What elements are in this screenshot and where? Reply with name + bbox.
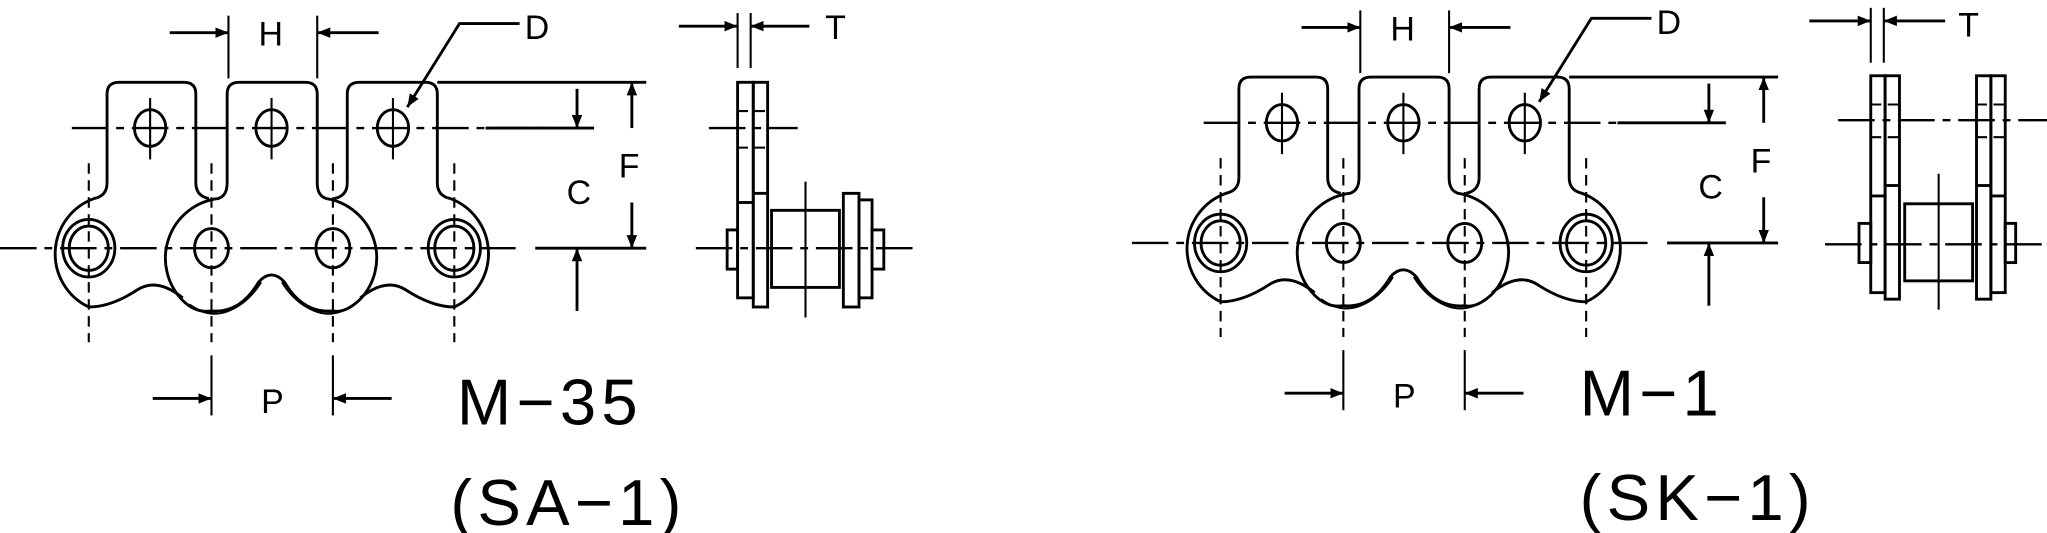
side-view-m1: T — [1809, 7, 2047, 310]
dim-f-label: F — [1751, 142, 1772, 180]
model-label-m1: M−1 — [1580, 356, 1724, 429]
front-view-m1: H D C F P — [1132, 4, 1778, 416]
dim-p-label: P — [1393, 378, 1416, 416]
model-label-m35: M−35 — [457, 366, 643, 439]
front-view-m35: H D C F P — [0, 9, 646, 421]
dim-t-label: T — [825, 9, 846, 47]
dim-c-label: C — [1698, 169, 1723, 207]
dim-d-label: D — [1657, 4, 1682, 42]
dim-f-label: F — [619, 148, 640, 186]
side-view-m35: T — [678, 9, 914, 318]
dim-h-label: H — [258, 16, 283, 54]
alt-model-label-sa1: (SA−1) — [450, 466, 686, 533]
dim-p-label: P — [261, 383, 284, 421]
dim-h-label: H — [1390, 10, 1415, 48]
dim-d-label: D — [525, 9, 550, 47]
dim-t-label: T — [1958, 7, 1979, 45]
alt-model-label-sk1: (SK−1) — [1580, 461, 1816, 533]
dim-c-label: C — [567, 174, 592, 212]
